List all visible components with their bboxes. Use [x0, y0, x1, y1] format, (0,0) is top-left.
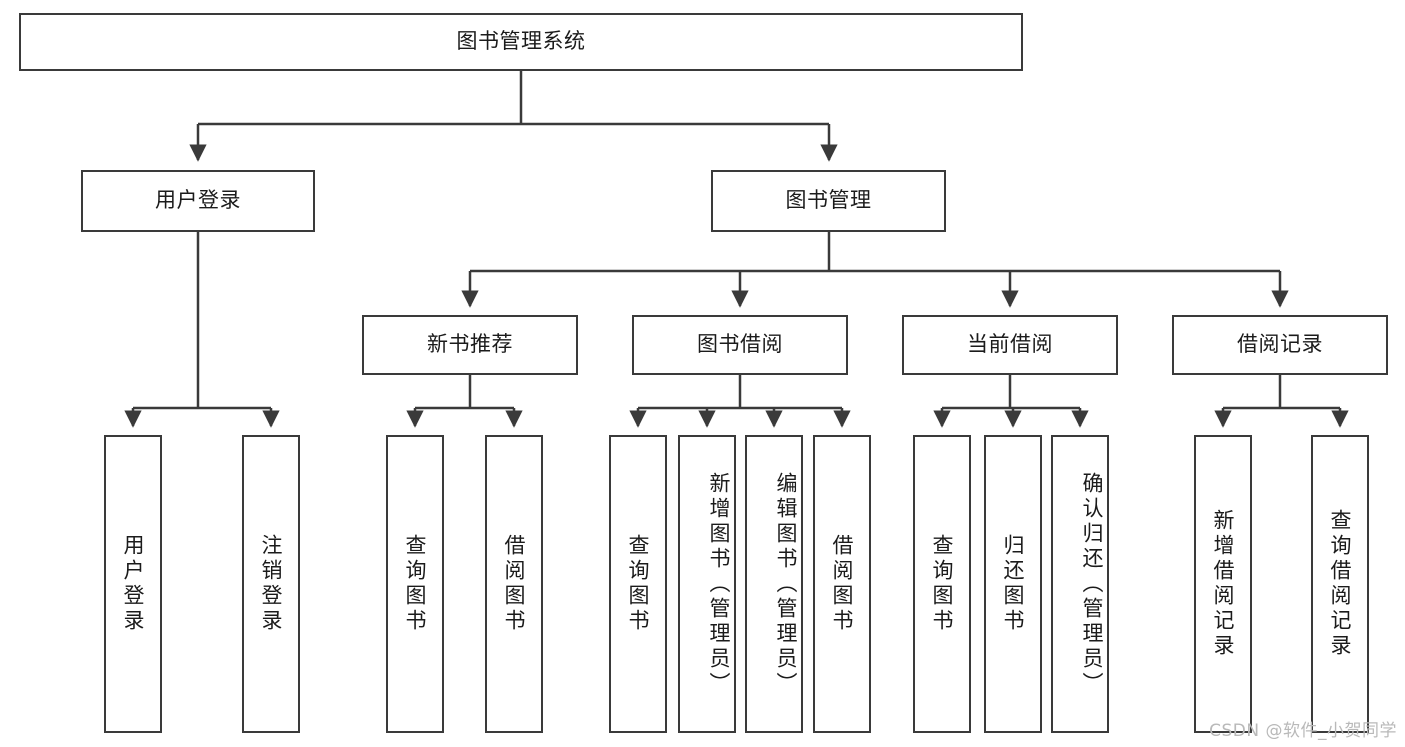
leaf-borrow-book-new[interactable]: 借阅图书 [485, 435, 543, 733]
leaf-query-book-borrow[interactable]: 查询图书 [609, 435, 667, 733]
node-borrow-record[interactable]: 借阅记录 [1172, 315, 1388, 375]
leaf-query-book-current[interactable]: 查询图书 [913, 435, 971, 733]
leaf-confirm-return-admin[interactable]: 确认归还（管理员） [1051, 435, 1109, 733]
leaf-query-borrow-record[interactable]: 查询借阅记录 [1311, 435, 1369, 733]
node-root-system[interactable]: 图书管理系统 [19, 13, 1023, 71]
leaf-add-book-admin[interactable]: 新增图书（管理员） [678, 435, 736, 733]
leaf-borrow-book[interactable]: 借阅图书 [813, 435, 871, 733]
node-current-borrow[interactable]: 当前借阅 [902, 315, 1118, 375]
watermark-text: CSDN @软件_小贺同学 [1209, 721, 1397, 741]
leaf-edit-book-admin[interactable]: 编辑图书（管理员） [745, 435, 803, 733]
node-user-login[interactable]: 用户登录 [81, 170, 315, 232]
leaf-query-book-new[interactable]: 查询图书 [386, 435, 444, 733]
leaf-logout-login[interactable]: 注销登录 [242, 435, 300, 733]
node-book-management[interactable]: 图书管理 [711, 170, 946, 232]
leaf-user-login[interactable]: 用户登录 [104, 435, 162, 733]
leaf-add-borrow-record[interactable]: 新增借阅记录 [1194, 435, 1252, 733]
node-book-borrow[interactable]: 图书借阅 [632, 315, 848, 375]
node-new-book-recommend[interactable]: 新书推荐 [362, 315, 578, 375]
leaf-return-book[interactable]: 归还图书 [984, 435, 1042, 733]
